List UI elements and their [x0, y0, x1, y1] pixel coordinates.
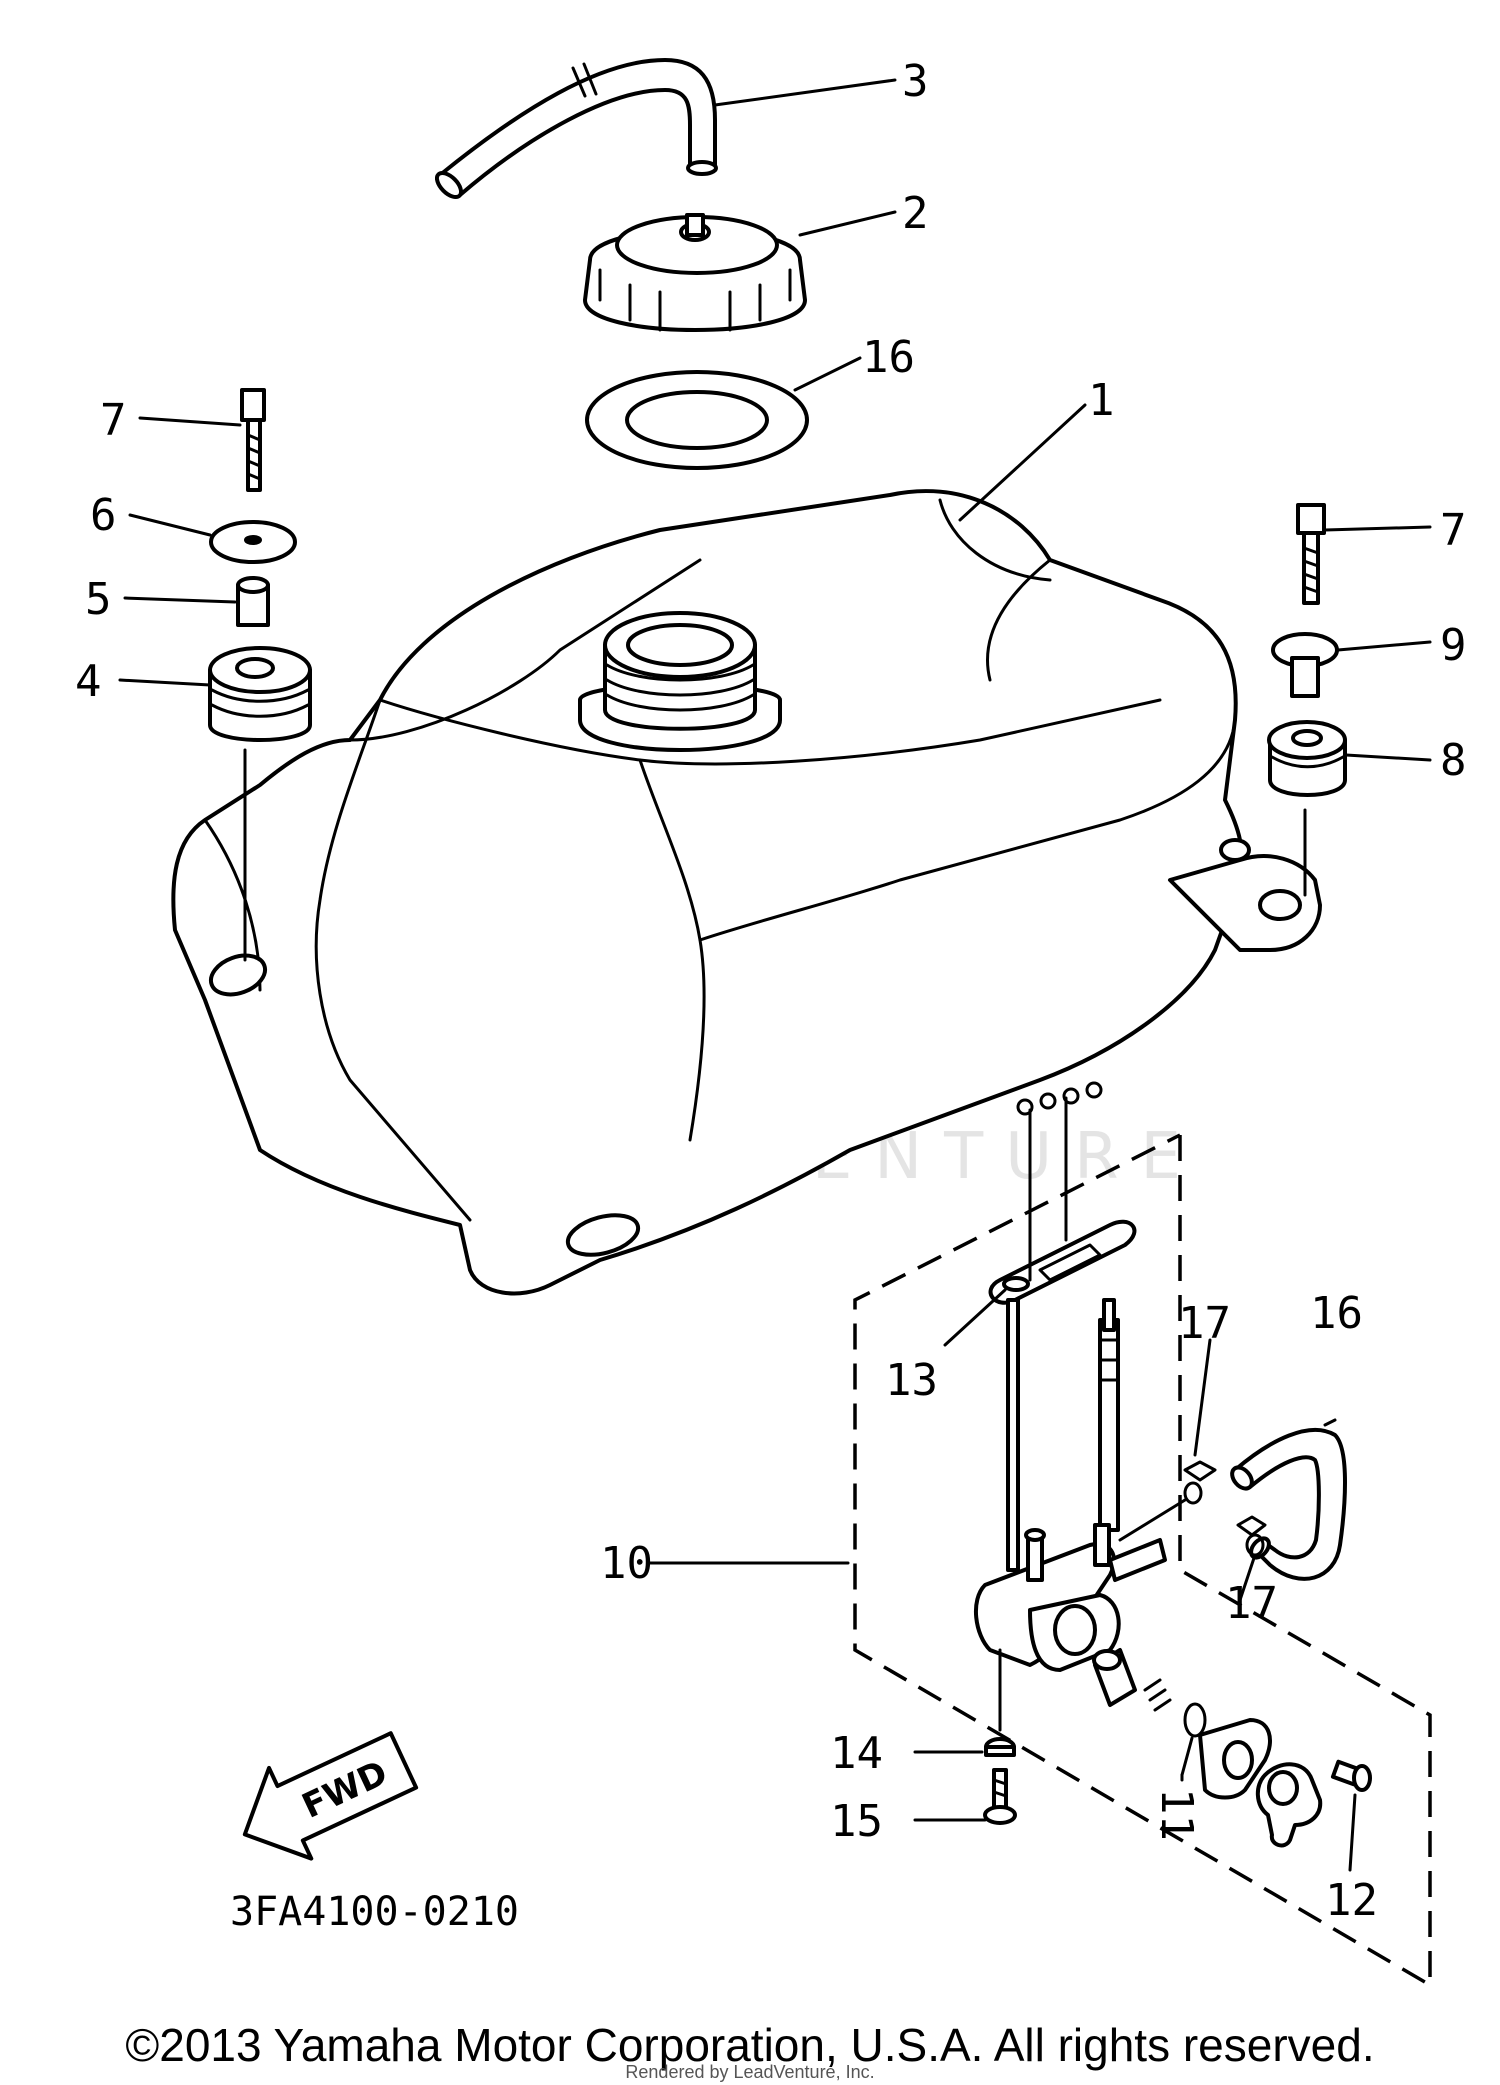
callout-15: 15 — [830, 1796, 883, 1847]
rendered-by-credit: Rendered by LeadVenture, Inc. — [625, 2062, 875, 2082]
callout-17-lower: 17 — [1225, 1578, 1278, 1629]
part-1-fuel-tank — [171, 489, 1322, 1296]
callout-13: 13 — [885, 1355, 938, 1406]
part-9-flanged-collar — [1271, 632, 1339, 698]
callout-7-right: 7 — [1440, 505, 1467, 556]
part-18-cap-gasket — [585, 370, 809, 470]
callout-17-upper: 17 — [1178, 1298, 1231, 1349]
callout-5: 5 — [85, 574, 112, 625]
copyright-notice: ©2013 Yamaha Motor Corporation, U.S.A. A… — [125, 2019, 1375, 2071]
callout-9: 9 — [1440, 620, 1467, 671]
callout-2: 2 — [902, 188, 929, 239]
callout-16-hose: 16 — [1310, 1288, 1363, 1339]
callout-7-left: 7 — [100, 395, 127, 446]
callout-18-gasket: 16 — [862, 332, 915, 383]
part-17-clips — [1118, 1460, 1267, 1557]
part-8-grommet — [1267, 720, 1347, 897]
callout-6: 6 — [90, 490, 117, 541]
part-14-washer — [984, 1737, 1016, 1757]
drawing-code: 3FA4100-0210 — [230, 1889, 519, 1935]
callout-14: 14 — [830, 1728, 883, 1779]
callout-numbers: 1 2 3 4 5 6 7 7 8 9 10 11 12 13 14 15 16… — [75, 56, 1467, 1926]
part-6-washer — [209, 520, 297, 564]
part-16-fuel-hose — [1230, 1428, 1347, 1581]
part-15-screw — [983, 1768, 1017, 1825]
callout-4: 4 — [75, 656, 102, 707]
callout-8: 8 — [1440, 735, 1467, 786]
part-11-inner-parts — [1092, 1648, 1272, 1800]
part-7-bolt-right — [1296, 503, 1326, 605]
part-5-collar — [236, 576, 270, 627]
callout-leaders — [118, 78, 1432, 1872]
part-3-breather-hose — [434, 58, 718, 200]
callout-12: 12 — [1325, 1875, 1378, 1926]
callout-1: 1 — [1088, 375, 1115, 426]
part-7-bolt-left — [240, 388, 266, 492]
callout-10: 10 — [600, 1538, 653, 1589]
part-12-lever — [1255, 1759, 1372, 1848]
part-4-grommet — [208, 646, 312, 962]
fuel-cock-assembly-box — [853, 1133, 1432, 1989]
callout-3: 3 — [902, 56, 929, 107]
o-rings — [1016, 1081, 1103, 1116]
part-10-fuel-cock — [973, 1298, 1167, 1732]
fwd-direction-arrow: FWD — [242, 1731, 419, 1861]
part-2-fuel-cap — [583, 213, 807, 332]
part-13-gasket — [988, 1096, 1137, 1305]
callout-11: 11 — [1151, 1788, 1202, 1841]
